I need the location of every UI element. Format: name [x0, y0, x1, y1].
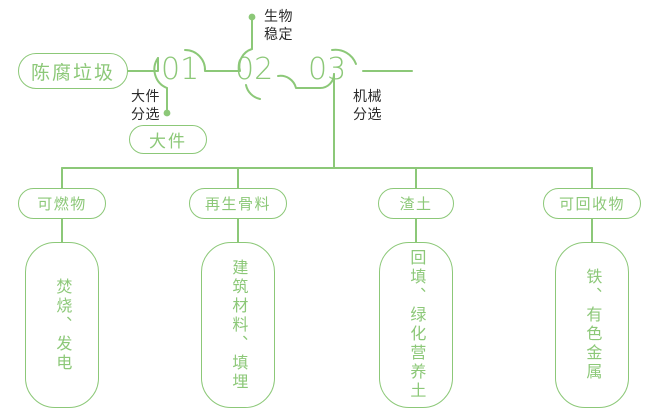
outcome-box-2-text: 建筑材料、填埋: [229, 258, 249, 392]
arc-02-tail: [245, 84, 261, 100]
branch-pill-4-label: 可回收物: [558, 195, 625, 213]
branch-pill-3-label: 渣土: [399, 195, 433, 213]
branch-pill-2-label: 再生骨料: [204, 195, 271, 213]
stage-caption-01: 大件 分选: [131, 89, 160, 124]
outcome-box-1-text: 焚烧、发电: [53, 277, 73, 373]
branch-pill-2[interactable]: 再生骨料: [189, 188, 287, 219]
outcome-box-2[interactable]: 建筑材料、填埋: [201, 242, 275, 408]
branch-pill-1-label: 可燃物: [37, 195, 87, 213]
outcome-box-4[interactable]: 铁、有色金属: [555, 242, 629, 408]
side-output-label: 大件: [149, 132, 187, 152]
outcome-box-1[interactable]: 焚烧、发电: [25, 242, 99, 408]
branch-pill-1[interactable]: 可燃物: [18, 188, 106, 219]
start-node-label: 陈腐垃圾: [30, 61, 115, 84]
dot-daijian: [163, 109, 171, 117]
branch-pill-4[interactable]: 可回收物: [543, 188, 641, 219]
stage-caption-02: 生物 稳定: [264, 9, 293, 44]
branch-pill-3[interactable]: 渣土: [378, 188, 454, 219]
stage-number-03[interactable]: 03: [308, 52, 347, 87]
outcome-box-4-text: 铁、有色金属: [583, 268, 603, 382]
stage-number-01[interactable]: 01: [161, 52, 200, 87]
stage-caption-03: 机械 分选: [353, 89, 382, 124]
start-node-pill[interactable]: 陈腐垃圾: [18, 53, 128, 89]
wire-start-to-01: [127, 57, 159, 72]
dot-bio: [248, 13, 256, 21]
stage-number-02[interactable]: 02: [235, 52, 274, 87]
outcome-box-3-text: 回填、绿化营养土: [407, 249, 427, 401]
side-output-pill-daijian[interactable]: 大件: [129, 125, 207, 154]
outcome-box-3[interactable]: 回填、绿化营养土: [379, 242, 453, 408]
